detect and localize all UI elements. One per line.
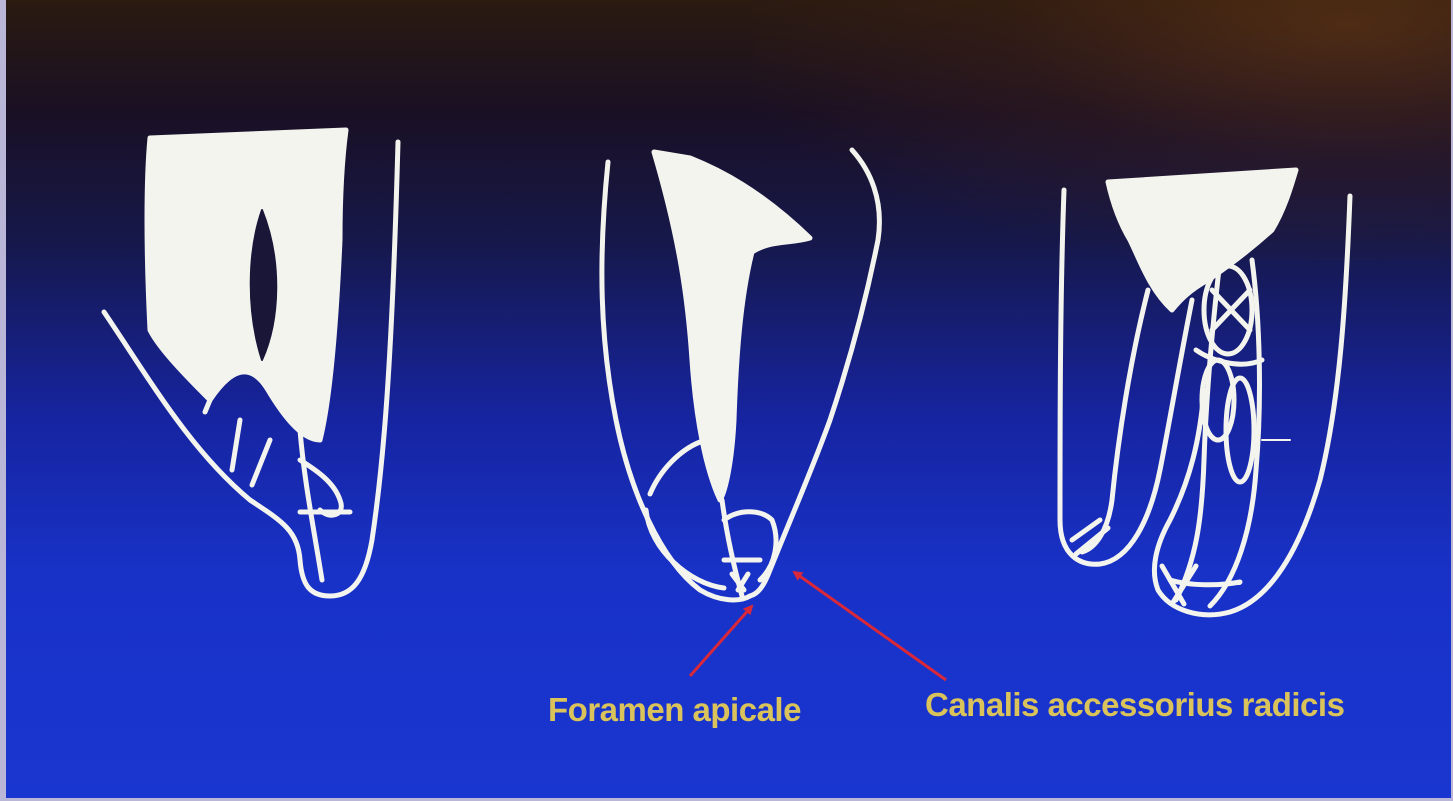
arrow-canalis-accessorius [794, 572, 946, 680]
tooth-middle [602, 150, 880, 600]
label-foramen-apicale: Foramen apicale [548, 691, 801, 729]
label-canalis-accessorius-radicis: Canalis accessorius radicis [925, 686, 1344, 724]
tooth-right [1060, 170, 1350, 615]
tooth-left [104, 130, 398, 596]
arrow-foramen-apicale [690, 606, 752, 676]
